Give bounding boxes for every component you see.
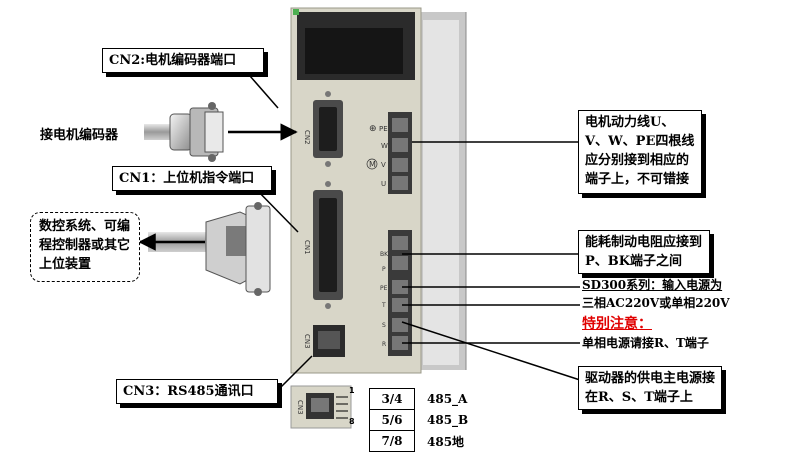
single-phase-note: 单相电源请接R、T端子	[582, 336, 709, 350]
signal-cell: 485_A	[427, 392, 468, 406]
cn3-device-text: CN3	[303, 334, 311, 349]
power-terminal-block: BK P PE T S R	[380, 230, 412, 356]
connection-arrows	[138, 123, 298, 251]
motor-terminal-block: ⊕ PE W M V U	[366, 112, 412, 194]
terminal-u: U	[381, 180, 386, 188]
symbol-motor: M	[369, 160, 376, 169]
sd300-spec: 三相AC220V或单相220V	[582, 296, 730, 310]
table-row: 5/6 485_B	[369, 409, 475, 431]
terminal-v: V	[381, 161, 386, 169]
pin-cell: 5/6	[369, 409, 415, 431]
terminal-w: W	[381, 142, 388, 150]
sd300-title: SD300系列：输入电源为	[582, 278, 723, 292]
rj45-pin-last: 8	[349, 417, 355, 426]
host-system-box: 数控系统、可编程控制器或其它上位装置	[30, 212, 140, 282]
host-connector	[148, 202, 271, 296]
terminal-p: P	[382, 266, 386, 273]
rs485-pin-table: 3/4 485_A 5/6 485_B 7/8 485地	[369, 388, 475, 452]
cn3-port: CN3	[303, 325, 345, 357]
terminal-pe-top: PE	[379, 125, 388, 133]
rj45-label: CN3	[296, 400, 304, 415]
terminal-r: R	[382, 341, 386, 348]
brake-resistor-note: 能耗制动电阻应接到P、BK端子之间	[578, 230, 710, 274]
table-row: 7/8 485地	[369, 430, 475, 452]
signal-cell: 485地	[427, 434, 465, 449]
pin-cell: 3/4	[369, 388, 415, 410]
encoder-connector	[144, 102, 224, 162]
heat-sink-panel	[418, 12, 467, 370]
cn2-device-text: CN2	[303, 130, 311, 145]
symbol-pe: ⊕	[369, 124, 377, 134]
encoder-label: 接电机编码器	[40, 128, 119, 143]
cn2-port: CN2	[303, 91, 343, 167]
cn1-device-text: CN1	[303, 240, 311, 255]
motor-power-note: 电机动力线U、V、W、PE四根线应分别接到相应的端子上，不可错接	[578, 110, 702, 194]
leader-lines	[249, 75, 581, 389]
main-power-note: 驱动器的供电主电源接在R、S、T端子上	[578, 366, 722, 410]
cn1-callout: CN1：上位机指令端口	[112, 166, 272, 191]
pin-cell: 7/8	[369, 430, 415, 452]
cn3-callout: CN3：RS485通讯口	[116, 379, 278, 404]
table-row: 3/4 485_A	[369, 388, 475, 410]
special-note: 特别注意：	[582, 316, 652, 332]
terminal-pe-bottom: PE	[380, 285, 388, 292]
rj45-pin-first: 1	[349, 386, 355, 395]
terminal-t: T	[381, 302, 386, 309]
rj45-pinout-figure: 1 8 CN3	[290, 385, 355, 429]
terminal-bk: BK	[380, 251, 389, 258]
terminal-s: S	[382, 322, 386, 329]
cn1-port: CN1	[303, 181, 343, 309]
cn2-callout: CN2:电机编码器端口	[102, 48, 264, 73]
signal-cell: 485_B	[427, 413, 469, 427]
